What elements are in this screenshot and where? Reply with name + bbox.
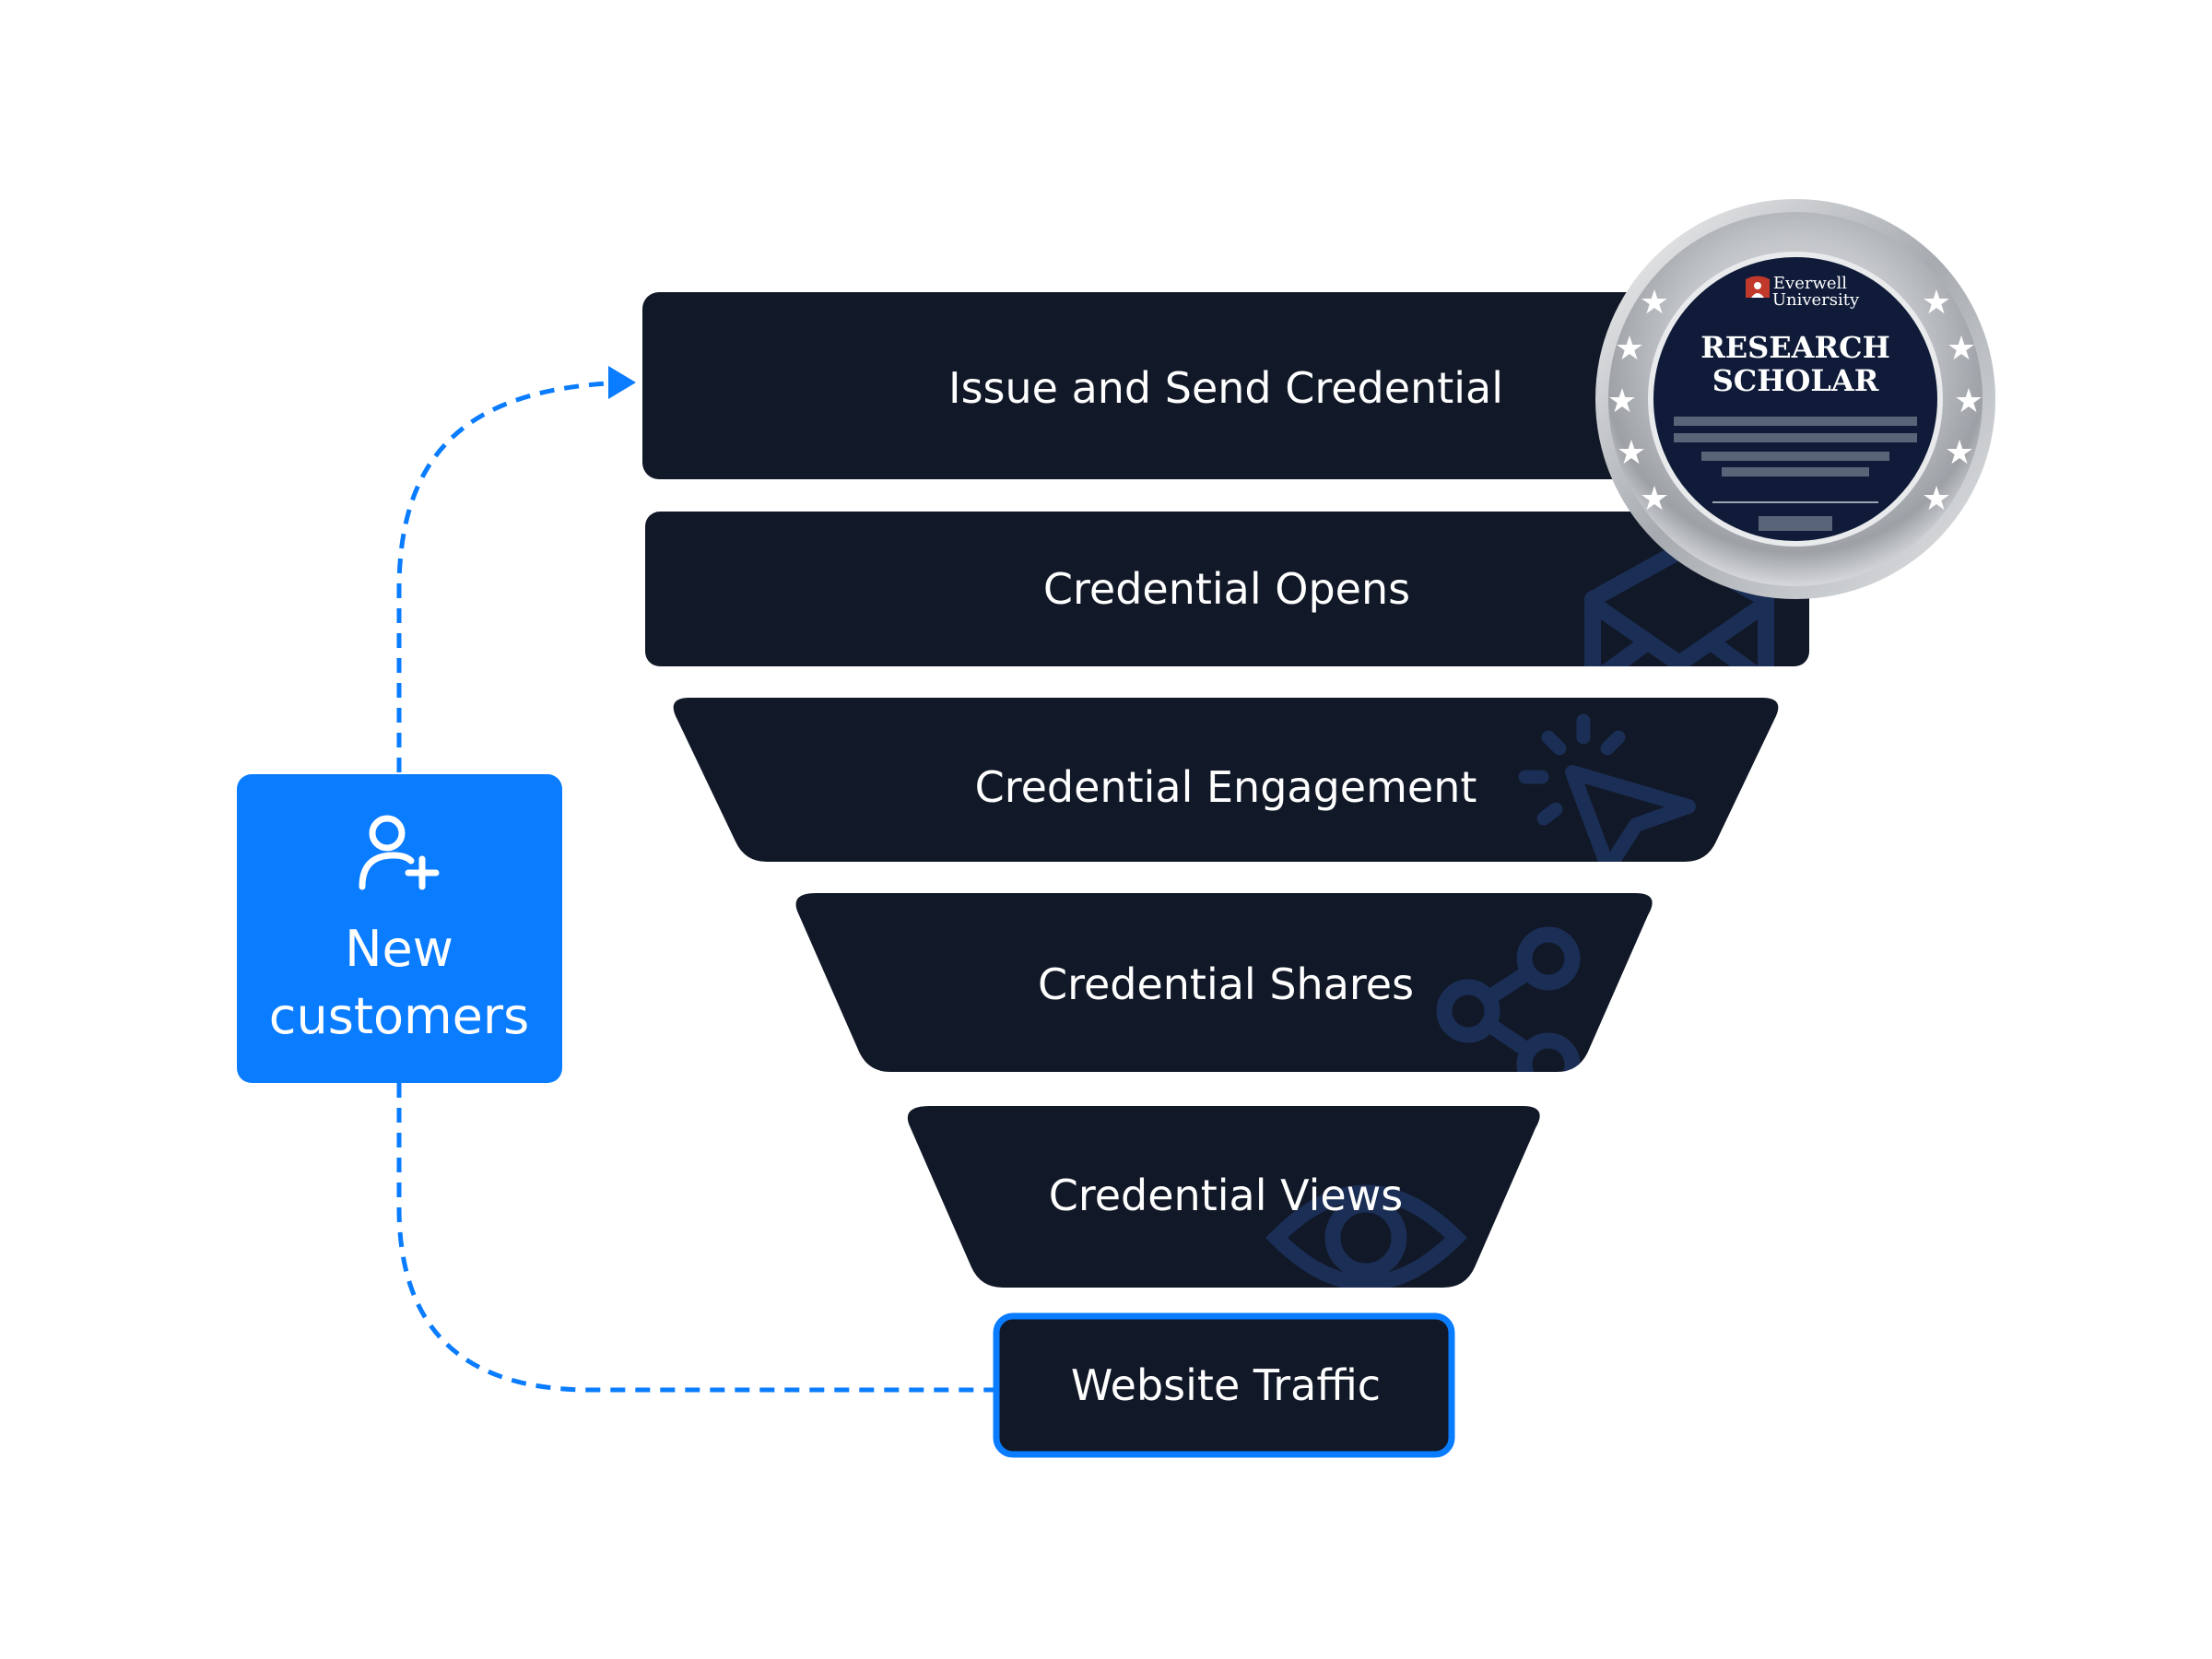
svg-text:★: ★ bbox=[1922, 284, 1951, 322]
funnel-stage-views: Credential Views bbox=[907, 1106, 1540, 1288]
funnel-stage-shares: Credential Shares bbox=[795, 893, 1653, 1072]
cursor-click-icon bbox=[1518, 713, 1696, 862]
university-crest-icon bbox=[1746, 276, 1770, 298]
svg-text:★: ★ bbox=[1947, 330, 1976, 368]
eye-icon bbox=[1265, 1184, 1468, 1288]
research-scholar-badge: ★ ★ ★ ★ ★ ★ ★ ★ ★ ★ Everwell University … bbox=[1595, 199, 1995, 599]
funnel-stage-website-traffic: Website Traffic bbox=[993, 1312, 1455, 1458]
new-customers-box: New customers bbox=[237, 774, 562, 1083]
funnel-stage-issue-send: Issue and Send Credential bbox=[642, 292, 1813, 479]
svg-text:★: ★ bbox=[1945, 434, 1974, 472]
funnel-stage-label: Credential Views bbox=[1049, 1171, 1404, 1220]
badge-title-line1: RESEARCH bbox=[1700, 330, 1890, 365]
funnel-stage-label: Issue and Send Credential bbox=[948, 363, 1503, 413]
svg-text:★: ★ bbox=[1922, 480, 1951, 518]
share-icon bbox=[1436, 926, 1581, 1072]
funnel-stage-opens: Credential Opens bbox=[645, 512, 1809, 666]
funnel-stage-label: Credential Engagement bbox=[975, 762, 1477, 812]
new-customers-line2: customers bbox=[269, 987, 529, 1045]
svg-text:★: ★ bbox=[1617, 434, 1646, 472]
dashed-connector-bottom bbox=[396, 1083, 994, 1393]
new-customers-line1: New bbox=[345, 920, 453, 978]
envelope-icon bbox=[1584, 543, 1774, 666]
svg-text:★: ★ bbox=[1954, 382, 1983, 420]
funnel-stage-engagement: Credential Engagement bbox=[673, 698, 1779, 862]
svg-text:★: ★ bbox=[1640, 284, 1669, 322]
badge-org-line1: Everwell bbox=[1773, 274, 1847, 293]
funnel-stage-label: Website Traffic bbox=[1071, 1360, 1381, 1410]
dashed-connector-top bbox=[396, 380, 628, 772]
svg-text:★: ★ bbox=[1615, 330, 1644, 368]
badge-stars: ★ ★ ★ ★ ★ ★ ★ ★ ★ ★ bbox=[1607, 284, 1983, 518]
funnel-stage-label: Credential Opens bbox=[1043, 564, 1410, 614]
funnel-stage-label: Credential Shares bbox=[1038, 959, 1414, 1009]
badge-text-placeholder-lines bbox=[1674, 417, 1917, 531]
svg-text:★: ★ bbox=[1640, 480, 1669, 518]
badge-title-line2: SCHOLAR bbox=[1712, 363, 1879, 398]
arrowhead-icon bbox=[608, 366, 636, 399]
svg-text:★: ★ bbox=[1607, 382, 1637, 420]
user-plus-icon bbox=[359, 815, 440, 890]
badge-org-line2: University bbox=[1772, 290, 1860, 310]
